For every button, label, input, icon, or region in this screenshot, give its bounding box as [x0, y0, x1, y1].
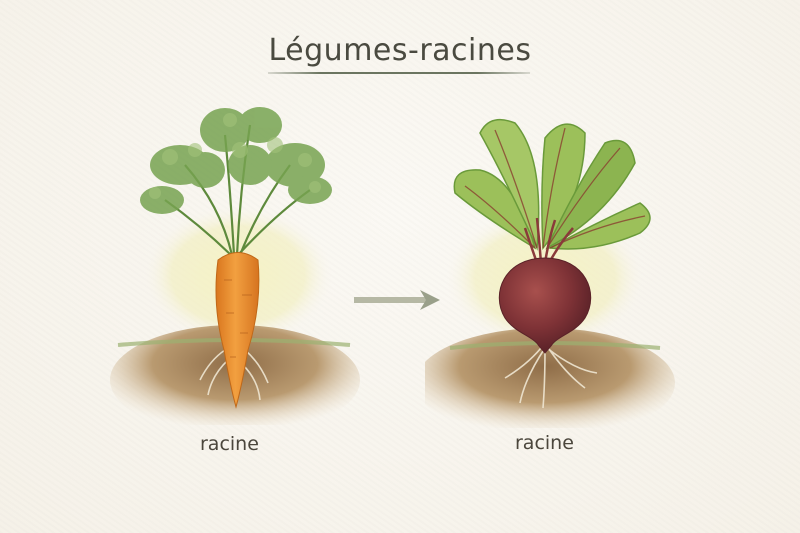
arrow-right-icon — [352, 288, 444, 312]
beet-illustration — [425, 108, 715, 428]
title-underline — [268, 72, 530, 74]
carrot-label: racine — [200, 433, 259, 455]
page-title: Légumes-racines — [268, 33, 532, 68]
beet-label: racine — [515, 432, 574, 454]
carrot-illustration — [100, 95, 380, 425]
